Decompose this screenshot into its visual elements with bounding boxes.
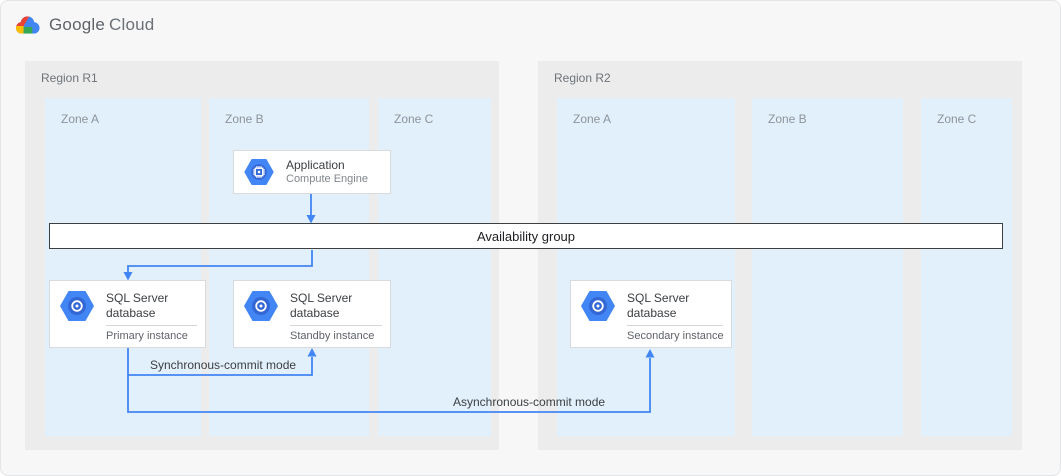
region-r2-zone-c: Zone C bbox=[921, 98, 1012, 436]
sql-secondary-node: SQL Server database Secondary instance bbox=[570, 280, 732, 348]
cloud-sql-icon bbox=[60, 291, 94, 321]
sql-primary-node: SQL Server database Primary instance bbox=[49, 280, 206, 348]
divider bbox=[106, 325, 197, 326]
region-r1-zone-c: Zone C bbox=[378, 98, 491, 436]
cloud-sql-icon bbox=[581, 291, 615, 321]
application-node: Application Compute Engine bbox=[233, 150, 391, 194]
sql-primary-title: SQL Server database bbox=[106, 291, 169, 320]
sql-standby-node: SQL Server database Standby instance bbox=[233, 280, 391, 348]
region-r2-zone-a: Zone A bbox=[557, 98, 735, 436]
region-r1-zone-b: Zone B bbox=[209, 98, 369, 436]
zone-a-label: Zone A bbox=[61, 112, 100, 126]
logo-text-cloud: Cloud bbox=[109, 15, 155, 34]
sql-standby-subtitle: Standby instance bbox=[290, 330, 375, 342]
async-commit-mode-label: Asynchronous-commit mode bbox=[453, 395, 606, 409]
zone-c-label: Zone C bbox=[937, 112, 977, 126]
region-r1: Region R1 Zone A Zone B Zone C bbox=[25, 61, 499, 450]
zone-b-label: Zone B bbox=[768, 112, 807, 126]
sql-standby-title: SQL Server database bbox=[290, 291, 353, 320]
region-r2-label: Region R2 bbox=[554, 71, 611, 85]
region-r1-zone-a: Zone A bbox=[45, 98, 201, 436]
logo-text-google: Google bbox=[49, 15, 106, 34]
zone-b-label: Zone B bbox=[225, 112, 264, 126]
region-r2-zone-b: Zone B bbox=[752, 98, 903, 436]
zone-c-label: Zone C bbox=[394, 112, 434, 126]
region-r2: Region R2 Zone A Zone B Zone C bbox=[538, 61, 1022, 450]
divider bbox=[627, 325, 723, 326]
application-title: Application bbox=[286, 158, 345, 172]
zone-a-label: Zone A bbox=[573, 112, 612, 126]
sql-primary-subtitle: Primary instance bbox=[106, 330, 188, 342]
availability-group-label: Availability group bbox=[476, 228, 576, 244]
sql-secondary-subtitle: Secondary instance bbox=[627, 330, 724, 342]
sync-commit-mode-label: Synchronous-commit mode bbox=[150, 358, 297, 372]
compute-engine-icon bbox=[244, 159, 274, 185]
cloud-sql-icon bbox=[244, 291, 278, 321]
google-cloud-logo-icon bbox=[15, 16, 40, 34]
divider bbox=[290, 325, 382, 326]
availability-group-bar: Availability group bbox=[49, 223, 1003, 249]
region-r1-label: Region R1 bbox=[41, 71, 98, 85]
sql-secondary-title: SQL Server database bbox=[627, 291, 690, 320]
application-subtitle: Compute Engine bbox=[286, 173, 368, 185]
